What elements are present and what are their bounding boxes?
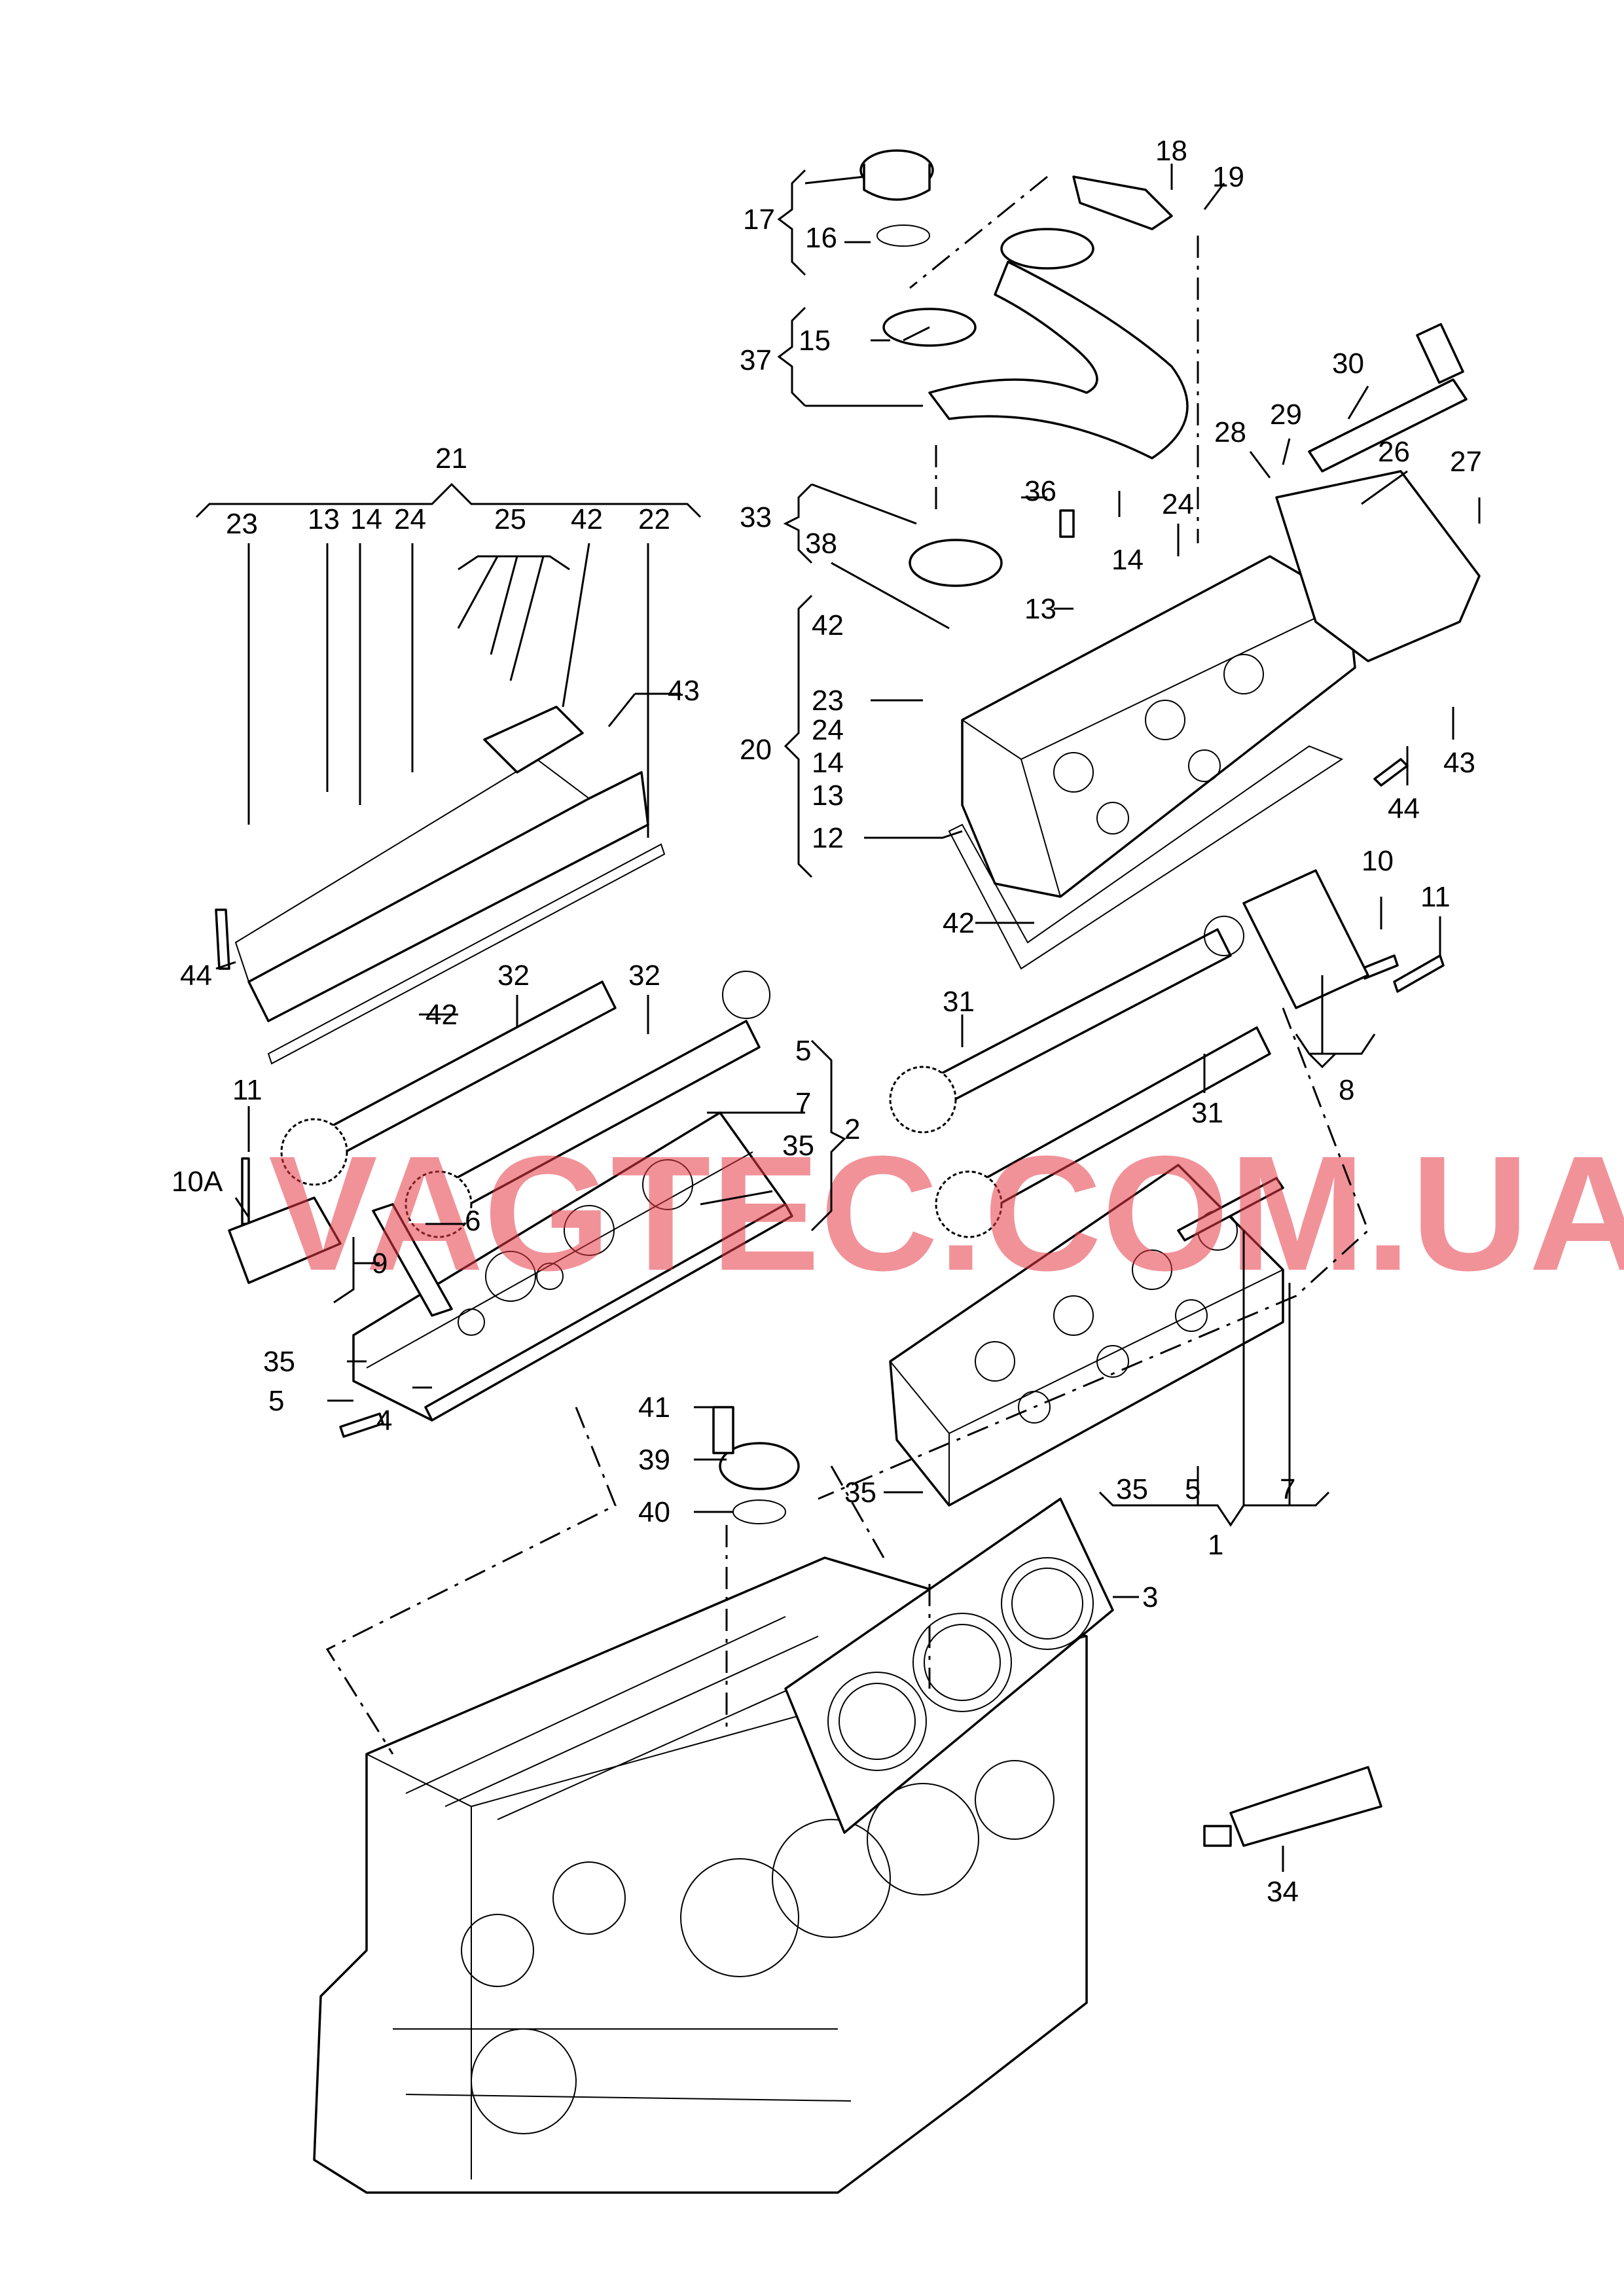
heat-shield <box>1275 470 1481 662</box>
callout: 35 <box>844 1477 876 1509</box>
callout: 2 <box>844 1113 860 1145</box>
callout: 28 <box>1214 416 1246 448</box>
camshafts-left <box>280 971 770 1238</box>
callout: 5 <box>268 1385 284 1417</box>
oil-filler-cap <box>859 149 934 247</box>
callout: 37 <box>740 344 772 376</box>
callout: 24 <box>812 714 844 746</box>
callout: 38 <box>805 528 837 560</box>
callout: 31 <box>943 986 975 1018</box>
callout: 23 <box>812 685 844 717</box>
watermark-text: VAGTEC.COM.UA <box>268 1122 1624 1304</box>
callout: 13 <box>1024 593 1056 625</box>
head-gasket-strip-left <box>424 1203 793 1422</box>
callout: 35 <box>1116 1473 1148 1505</box>
callout: 26 <box>1378 436 1410 468</box>
callout: 18 <box>1155 135 1187 167</box>
callout: 40 <box>638 1496 670 1528</box>
callout: 1 <box>1208 1529 1223 1561</box>
callout: 10A <box>171 1166 223 1198</box>
callout: 13 <box>812 780 844 812</box>
callout: 7 <box>795 1087 811 1119</box>
vent-pipe <box>1072 175 1173 230</box>
callout: 19 <box>1212 161 1244 193</box>
callout: 14 <box>350 503 382 535</box>
callout: 21 <box>435 442 467 475</box>
leader-lines <box>195 164 1481 1872</box>
injector <box>1308 323 1468 473</box>
callout: 25 <box>494 503 526 535</box>
callout: 13 <box>308 503 340 535</box>
callout: 43 <box>1443 747 1475 779</box>
callout: 24 <box>394 503 426 535</box>
callout: 14 <box>1111 544 1144 576</box>
callout: 44 <box>1388 793 1420 825</box>
callout: 42 <box>943 907 975 939</box>
callout: 9 <box>372 1247 388 1280</box>
callout: 27 <box>1450 446 1482 478</box>
callout: 33 <box>740 501 772 533</box>
callout: 43 <box>668 675 700 707</box>
callout: 11 <box>1420 881 1451 913</box>
callout: 35 <box>263 1346 295 1378</box>
callout: 29 <box>1270 399 1302 431</box>
callout: 24 <box>1162 488 1194 520</box>
callout: 5 <box>1185 1473 1200 1505</box>
callout: 22 <box>638 503 670 535</box>
bearing-caps <box>228 869 1369 1284</box>
sealant-tube <box>1203 1766 1382 1847</box>
valve-cover-left <box>234 706 666 1065</box>
callout: 15 <box>799 325 831 357</box>
callout: 32 <box>497 960 530 992</box>
callout: 35 <box>782 1130 814 1162</box>
callout: 34 <box>1267 1876 1299 1908</box>
callout: 14 <box>812 747 844 779</box>
callout: 8 <box>1339 1074 1354 1106</box>
callout: 30 <box>1332 348 1364 380</box>
callout: 42 <box>425 999 458 1031</box>
callout: 3 <box>1142 1581 1158 1613</box>
callout: 41 <box>638 1391 670 1424</box>
callout: 6 <box>465 1205 480 1237</box>
callout: 16 <box>805 222 837 254</box>
callout: 4 <box>376 1405 392 1437</box>
callout: 10 <box>1362 845 1394 877</box>
callout: 17 <box>743 204 775 236</box>
callout: 5 <box>795 1035 811 1067</box>
callout: 20 <box>740 734 772 766</box>
callout-labels: 18 19 17 16 15 37 30 29 28 26 27 21 23 1… <box>171 135 1482 1908</box>
callout: 39 <box>638 1444 670 1476</box>
callout: 42 <box>571 503 603 535</box>
callout: 11 <box>232 1074 262 1106</box>
callout: 23 <box>226 508 258 540</box>
breather-hose <box>909 228 1189 587</box>
head-gasket <box>784 1498 1114 1834</box>
camshafts-right <box>889 916 1271 1238</box>
callout: 7 <box>1280 1473 1295 1505</box>
valve-cover-right <box>961 555 1356 898</box>
callout: 12 <box>812 822 844 854</box>
callout: 42 <box>812 609 844 641</box>
bolts <box>215 509 1445 1454</box>
callout: 36 <box>1024 475 1056 507</box>
cover-plate <box>719 1442 800 1524</box>
callout: 32 <box>628 960 660 992</box>
alignment-lines <box>325 175 1369 1755</box>
callout: 44 <box>180 960 212 992</box>
callout: 31 <box>1191 1097 1223 1129</box>
valve-cover-gasket-right <box>948 745 1344 970</box>
